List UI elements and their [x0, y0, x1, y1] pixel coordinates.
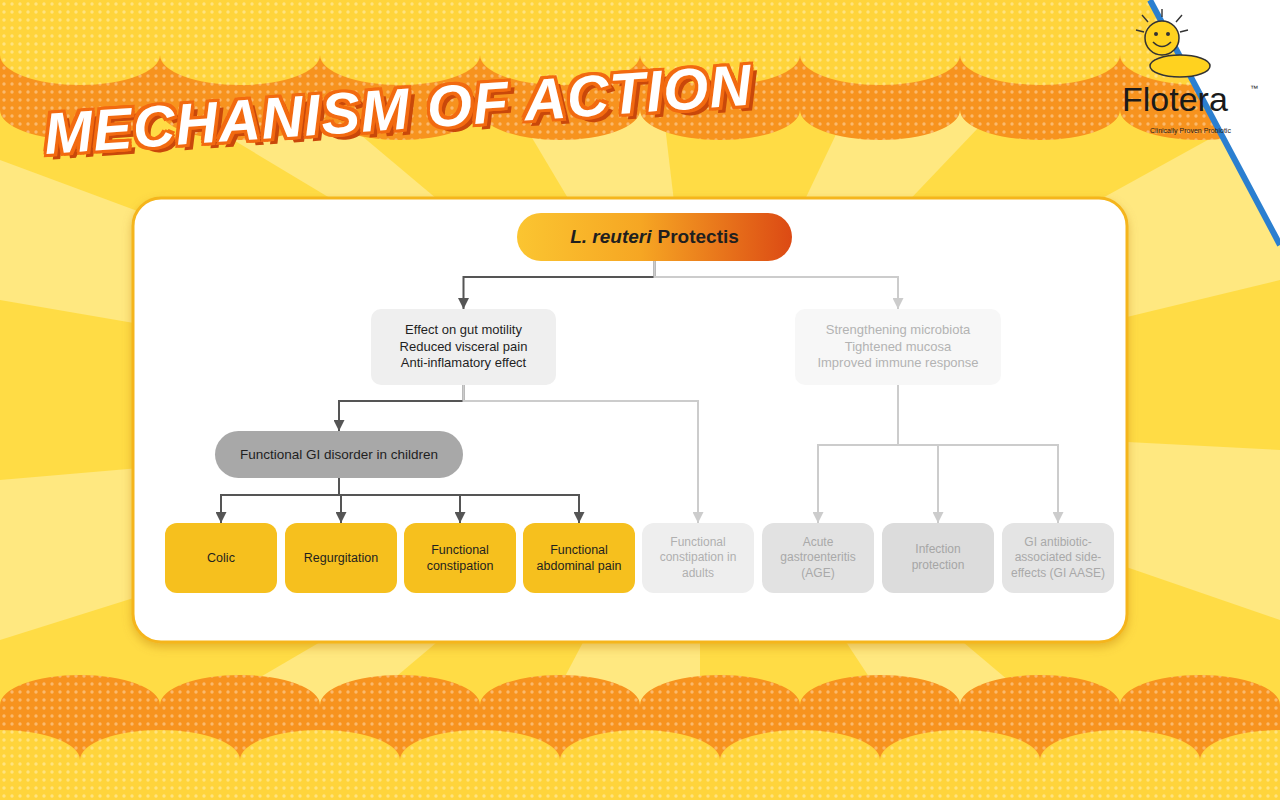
connector-arrow — [898, 385, 938, 523]
mascot-head — [1145, 21, 1179, 55]
connector-arrow — [339, 478, 460, 523]
condition-box: Functional abdominal pain — [523, 523, 635, 593]
node-text: Colic — [207, 550, 235, 566]
node-text: Improved immune response — [817, 355, 978, 372]
node-text: Regurgitation — [304, 550, 378, 566]
connector-arrow — [464, 385, 699, 523]
mascot-eye — [1154, 32, 1158, 36]
node-text: Tightened mucosa — [845, 339, 951, 356]
mascot-body — [1150, 55, 1210, 77]
bottom-inner-dots — [0, 730, 1280, 800]
content-panel — [133, 198, 1127, 642]
node-text: Reduced visceral pain — [400, 339, 528, 356]
node-text: Functional constipation — [412, 542, 508, 575]
condition-box: Functional constipation in adults — [642, 523, 754, 593]
mechanism-box: Strengthening microbiotaTightened mucosa… — [795, 309, 1001, 385]
trademark: ™ — [1250, 84, 1258, 93]
node-text: Infection protection — [890, 542, 986, 573]
condition-box: Functional constipation — [404, 523, 516, 593]
root-pill: L. reuteri Protectis — [517, 213, 792, 261]
condition-box: Infection protection — [882, 523, 994, 593]
mascot-smile — [1153, 42, 1171, 47]
mascot-eye — [1166, 32, 1170, 36]
mascot-rays — [1136, 9, 1188, 32]
connector-arrow — [898, 385, 1058, 523]
node-text: Functional abdominal pain — [531, 542, 627, 575]
brand-tagline: Clinically Proven Probiotic — [1150, 127, 1231, 134]
condition-box: Acute gastroenteritis (AGE) — [762, 523, 874, 593]
condition-box: Regurgitation — [285, 523, 397, 593]
connector-arrow — [818, 385, 898, 523]
node-text: Strengthening microbiota — [826, 322, 971, 339]
mascot — [1136, 9, 1210, 77]
node-text: Functional constipation in adults — [650, 535, 746, 582]
group-pill: Functional GI disorder in children — [215, 431, 463, 478]
condition-box: Colic — [165, 523, 277, 593]
bottom-inner-wave — [0, 730, 1280, 800]
node-text: Effect on gut motility — [405, 322, 522, 339]
node-text: Functional GI disorder in children — [240, 446, 438, 464]
connector-arrow — [339, 478, 579, 523]
page-title: MECHANISM OF ACTION — [42, 51, 755, 167]
node-text: Protectis — [658, 225, 739, 250]
mechanism-box: Effect on gut motilityReduced visceral p… — [371, 309, 556, 385]
connector-arrow — [464, 261, 655, 309]
connector-arrow — [655, 261, 899, 309]
node-text: L. reuteri — [570, 225, 651, 250]
connector-arrow — [221, 478, 339, 523]
connector-arrow — [339, 385, 464, 431]
node-text: Acute gastroenteritis (AGE) — [770, 535, 866, 582]
condition-box: GI antibiotic-associated side-effects (G… — [1002, 523, 1114, 593]
node-text: Anti-inflamatory effect — [401, 355, 526, 372]
brand-name: Flotera — [1122, 80, 1228, 119]
node-text: GI antibiotic-associated side-effects (G… — [1010, 535, 1106, 582]
